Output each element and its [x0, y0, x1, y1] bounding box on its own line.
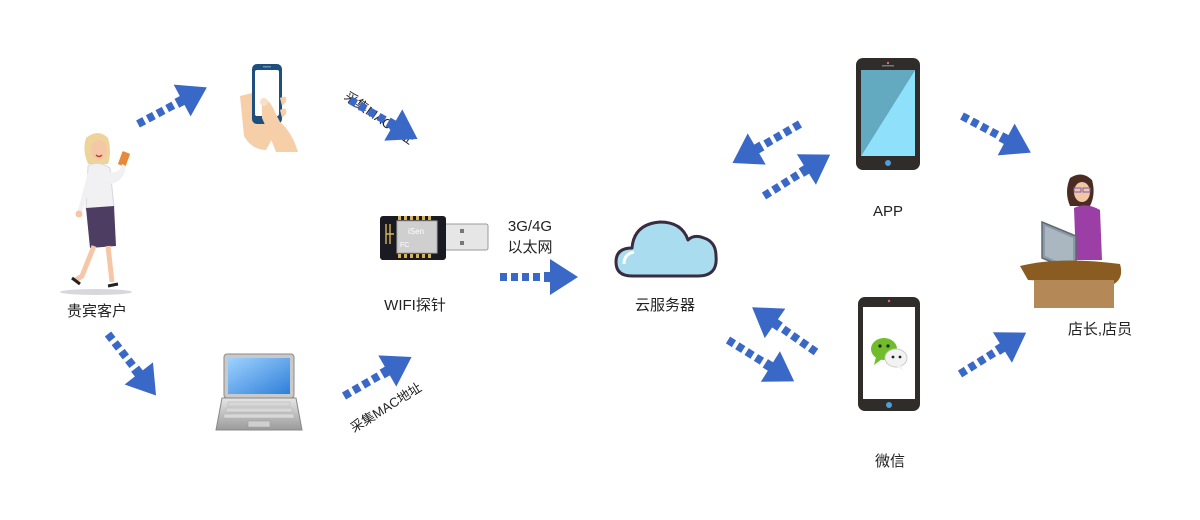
arrow-laptop-to-probe: [335, 341, 421, 412]
arrow-app-to-staff: [953, 100, 1040, 169]
arrow-guest-to-laptop: [93, 322, 171, 407]
arrow-wechat-to-cloud: [741, 292, 827, 367]
guest-label: 贵宾客户: [66, 303, 127, 320]
network-label-line1: 3G/4G: [507, 218, 553, 235]
network-label-line2: 以太网: [507, 239, 553, 256]
staff-desk-icon: [1020, 174, 1122, 308]
laptop-icon: [215, 353, 303, 431]
guest-node: [52, 130, 142, 298]
phone-node: [236, 62, 306, 154]
chip-mark: FC: [400, 242, 409, 249]
wechat-label: 微信: [874, 453, 905, 470]
arrow-guest-to-phone: [129, 71, 216, 140]
wechat-icon: [871, 338, 908, 371]
laptop-node: [214, 352, 304, 434]
app-node: [854, 56, 922, 172]
staff-node: [1020, 170, 1122, 308]
arrow-phone-to-probe: [341, 84, 427, 155]
staff-label: 店长,店员: [1067, 321, 1133, 338]
hand-phone-icon: [240, 64, 298, 152]
app-phone-icon: [856, 58, 920, 170]
wechat-node: [856, 295, 922, 413]
walking-woman-icon: [60, 133, 132, 295]
arrow-cloud-to-wechat: [718, 324, 804, 397]
arrow-probe-to-cloud: [500, 259, 578, 295]
app-label: APP: [872, 203, 903, 220]
cloud-node: [612, 212, 722, 282]
wifi-probe-node: iSen FC: [380, 214, 492, 262]
arrow-app-to-cloud: [723, 108, 809, 179]
wifi-probe-label: WIFI探针: [384, 297, 446, 314]
chip-brand: iSen: [408, 227, 424, 236]
cloud-icon: [614, 220, 718, 278]
arrow-cloud-to-app: [754, 139, 840, 212]
cloud-label: 云服务器: [634, 297, 695, 314]
wifi-probe-icon: iSen FC: [380, 216, 489, 260]
wechat-phone-icon: [858, 297, 920, 411]
arrow-wechat-to-staff: [950, 317, 1036, 390]
